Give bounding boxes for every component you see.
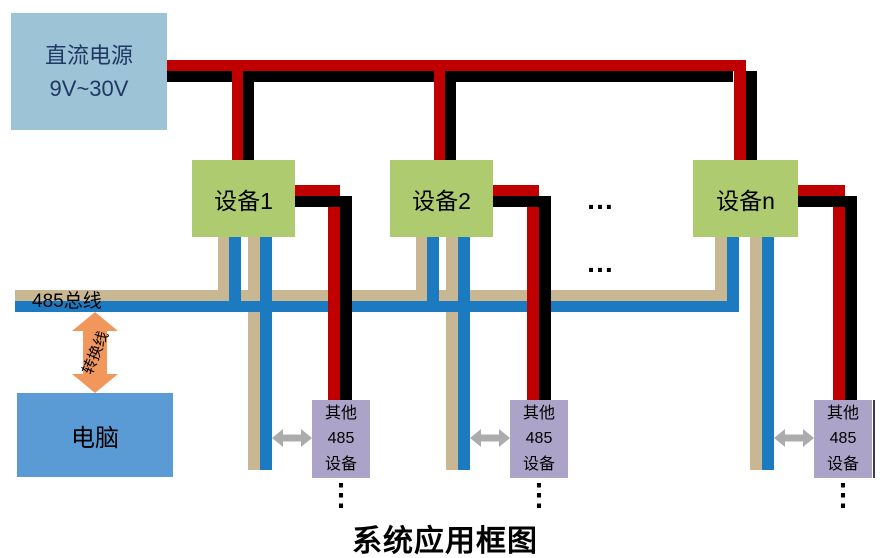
power-bus-red — [162, 60, 746, 71]
diagram-title: 系统应用框图 — [352, 525, 538, 558]
other-485-3-line1: 其他 — [826, 404, 859, 422]
devices-ellipsis-upper: … — [586, 184, 614, 215]
device2-out-red-v — [527, 185, 539, 400]
device2-out-black-v — [539, 196, 551, 400]
device1-out-red-h — [295, 185, 340, 196]
dc-power-label-line2: 9V~30V — [49, 75, 129, 101]
link-arrow-icon-2 — [470, 429, 510, 447]
device-box-n: 设备n — [693, 160, 798, 237]
other-485-ellipsis-2: ⋮ — [524, 479, 554, 512]
link-arrow-icon-3 — [774, 429, 814, 447]
devicen-bus-drop-b — [727, 237, 739, 312]
other-485-1-line3: 设备 — [324, 455, 357, 473]
devicen-out-red-v — [833, 185, 845, 400]
bus-485-wire-a — [15, 290, 727, 301]
device2-power-drop-black — [445, 71, 456, 160]
dc-power-box: 直流电源 9V~30V — [11, 13, 167, 130]
devicen-branch-wire-a — [750, 237, 762, 470]
computer-label: 电脑 — [71, 424, 119, 452]
other-485-box-2: 其他 485 设备 — [510, 400, 568, 478]
bus-485-wire-b — [15, 301, 739, 312]
device1-power-drop-black — [243, 71, 254, 160]
device-box-2: 设备2 — [390, 160, 493, 237]
device2-out-black-h — [493, 196, 550, 207]
bus-485-label: 485总线 — [32, 291, 102, 312]
devicen-power-drop-black — [746, 71, 757, 160]
devicen-out-black-h — [798, 196, 857, 207]
device1-bus-drop-a — [218, 237, 229, 301]
device1-out-black-v — [340, 196, 352, 400]
other-485-box-3-edge-line — [873, 400, 875, 478]
other-485-2-line3: 设备 — [522, 455, 555, 473]
devices-ellipsis-lower: … — [586, 247, 614, 278]
other-485-2-line2: 485 — [525, 430, 553, 448]
device1-out-red-v — [328, 185, 340, 400]
double-arrow-icon — [72, 312, 118, 393]
device2-power-drop-red — [434, 60, 445, 160]
device2-branch-wire-b — [458, 237, 470, 470]
link-arrow-icon-1 — [272, 429, 312, 447]
other-485-3-line2: 485 — [829, 430, 857, 448]
other-485-1-line2: 485 — [327, 430, 355, 448]
devicen-bus-drop-a — [715, 237, 727, 301]
device2-branch-wire-a — [446, 237, 458, 470]
device-n-label: 设备n — [716, 187, 775, 214]
devicen-out-black-v — [845, 196, 857, 400]
other-485-3-line3: 设备 — [826, 455, 859, 473]
other-485-2-line1: 其他 — [522, 404, 555, 422]
device-1-label: 设备1 — [214, 187, 273, 214]
computer-box: 电脑 — [17, 393, 173, 477]
dc-power-label-line1: 直流电源 — [44, 42, 133, 68]
device-box-1: 设备1 — [192, 160, 295, 237]
other-485-ellipsis-3: ⋮ — [828, 479, 858, 512]
device1-out-black-h — [295, 196, 352, 207]
other-485-box-1: 其他 485 设备 — [312, 400, 370, 478]
other-485-ellipsis-1: ⋮ — [326, 479, 356, 512]
devicen-out-red-h — [798, 185, 845, 196]
devicen-branch-wire-b — [762, 237, 774, 470]
device2-bus-drop-a — [416, 237, 427, 301]
device1-bus-drop-b — [229, 237, 241, 312]
device1-power-drop-red — [232, 60, 243, 160]
device2-out-red-h — [493, 185, 538, 196]
device2-bus-drop-b — [427, 237, 439, 312]
device1-branch-wire-b — [260, 237, 272, 470]
other-485-box-3: 其他 485 设备 — [814, 400, 872, 478]
converter-arrow: 转换线 — [72, 312, 118, 393]
device1-branch-wire-a — [248, 237, 260, 470]
other-485-1-line1: 其他 — [324, 404, 357, 422]
device-2-label: 设备2 — [412, 187, 471, 214]
devicen-power-drop-red — [734, 60, 746, 160]
